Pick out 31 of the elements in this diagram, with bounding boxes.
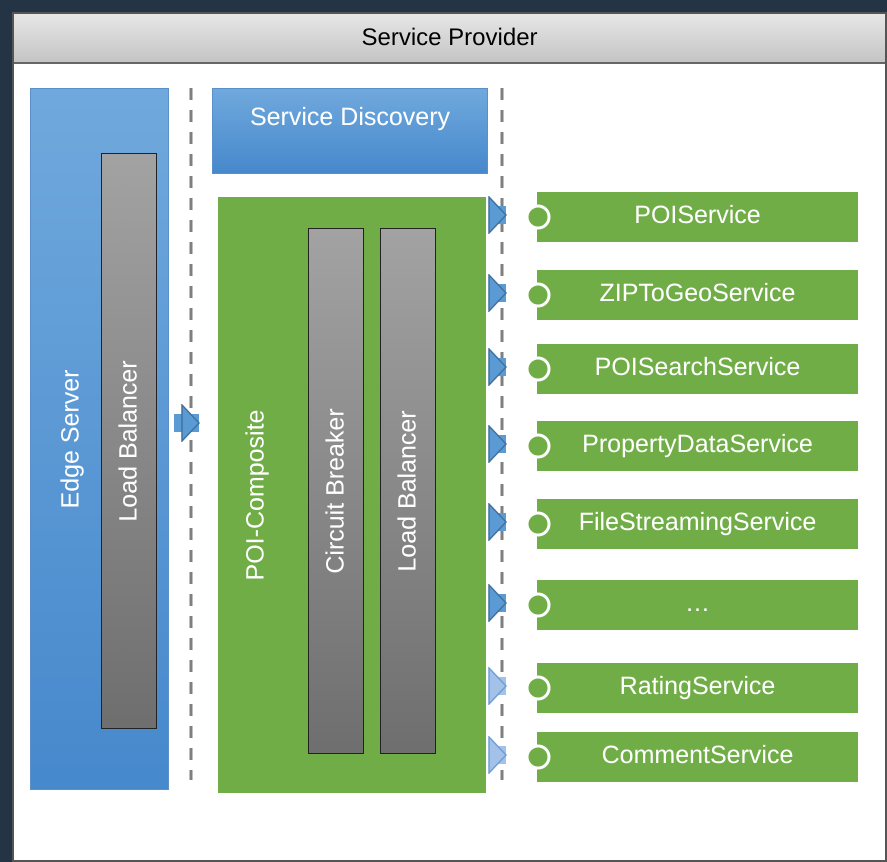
node-label: POIService	[634, 201, 761, 230]
node-label: POI-Composite	[242, 410, 270, 580]
node-label: Service Discovery	[250, 103, 450, 132]
node-label: Load Balancer	[394, 410, 422, 572]
server-panel	[30, 88, 169, 790]
composite-panel	[218, 197, 486, 793]
block-arrow	[488, 667, 507, 705]
node-label: ZIPToGeoService	[600, 279, 796, 308]
node-label: RatingService	[620, 672, 776, 701]
component-bar	[101, 153, 157, 729]
block-arrow	[488, 584, 507, 622]
component-bar	[308, 228, 364, 754]
component-bar	[380, 228, 436, 754]
node-label: Edge Server	[56, 370, 86, 508]
node-label: Load Balancer	[114, 360, 144, 522]
node-label: …	[685, 589, 710, 618]
block-arrow	[488, 274, 507, 312]
node-label: PropertyDataService	[582, 430, 813, 459]
block-arrow	[174, 404, 200, 442]
block-arrow	[488, 196, 507, 234]
block-arrow	[488, 348, 507, 386]
block-arrow	[488, 503, 507, 541]
service-box	[212, 88, 488, 174]
block-arrow	[488, 736, 507, 774]
block-arrow	[488, 425, 507, 463]
node-label: POISearchService	[594, 353, 800, 382]
node-label: CommentService	[602, 741, 794, 770]
node-label: Circuit Breaker	[322, 408, 350, 574]
window-panel	[12, 12, 887, 862]
node-label: FileStreamingService	[578, 508, 816, 537]
window-title: Service Provider	[361, 24, 538, 52]
